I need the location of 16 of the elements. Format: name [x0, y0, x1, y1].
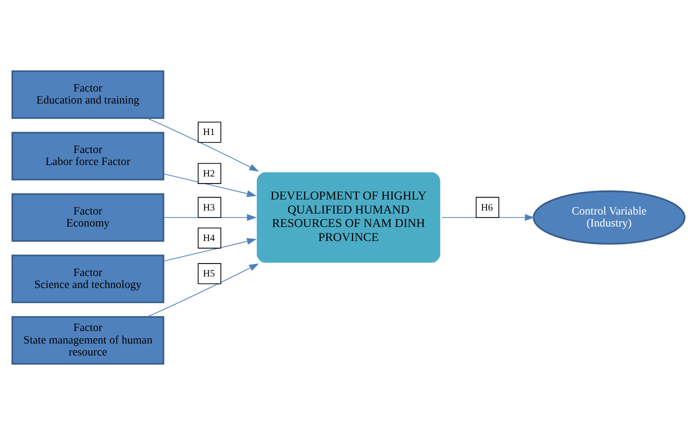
arrow: [163, 238, 257, 262]
edge-label: H4: [203, 232, 215, 244]
edge-label: H5: [203, 268, 215, 280]
edge-label: H1: [203, 126, 215, 138]
arrow: [163, 172, 257, 196]
node-box: Factor Economy: [12, 192, 164, 242]
arrow: [146, 117, 259, 171]
node-box: DEVELOPMENT OF HIGHLY QUALIFIED HUMAND RESOURCES OF NAM DINH PROVINCE: [254, 169, 443, 265]
node-ellipse: Control Variable (Industry): [532, 190, 686, 244]
node-box: Factor Education and training: [12, 70, 164, 118]
node-box: Factor State management of human resource: [12, 316, 164, 364]
edge-label: H2: [203, 168, 215, 179]
edge-label: H3: [203, 202, 215, 213]
edge-label: H6: [481, 202, 493, 213]
node-box: Factor Science and technology: [12, 254, 164, 303]
node-box: Factor Labor force Factor: [12, 131, 164, 180]
